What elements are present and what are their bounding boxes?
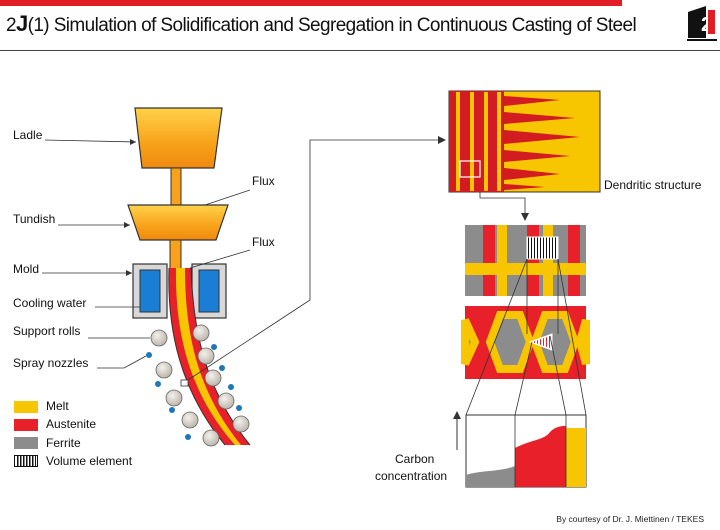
top-accent-bar bbox=[0, 0, 622, 6]
panel-connectors bbox=[465, 258, 587, 416]
carbon-label-line1: Carbon bbox=[395, 452, 435, 466]
mold-label: Mold bbox=[13, 262, 40, 276]
carbon-label-line2: concentration bbox=[375, 469, 448, 483]
carbon-concentration-chart bbox=[453, 411, 587, 488]
hexagonal-structure-image bbox=[461, 306, 590, 379]
dendritic-structure-label: Dendritic structure bbox=[604, 178, 702, 192]
legend-label-austenite: Austenite bbox=[46, 417, 97, 431]
flux-bottom-label: Flux bbox=[252, 235, 275, 249]
zoom-connector bbox=[187, 136, 446, 381]
legend-label-volume-element: Volume element bbox=[46, 454, 133, 468]
title-text: Simulation of Solidification and Segrega… bbox=[53, 15, 637, 36]
legend-label-melt: Melt bbox=[46, 399, 69, 413]
spray-nozzles bbox=[146, 344, 242, 440]
twenty-one-logo-icon: 2 bbox=[687, 6, 717, 41]
mold bbox=[132, 263, 227, 319]
svg-text:2: 2 bbox=[701, 14, 712, 36]
section-number: 2 bbox=[6, 15, 17, 36]
ladle bbox=[134, 107, 223, 211]
legend-swatch-ferrite bbox=[14, 437, 38, 449]
ladle-label: Ladle bbox=[13, 128, 43, 142]
legend-label-ferrite: Ferrite bbox=[46, 436, 81, 450]
legend-swatch-volume-element bbox=[14, 455, 38, 467]
section-index: (1) bbox=[27, 15, 50, 36]
section-letter: J bbox=[15, 11, 28, 36]
title-divider bbox=[0, 50, 720, 51]
cooling-water-label: Cooling water bbox=[13, 296, 87, 310]
leader-lines bbox=[42, 139, 251, 369]
legend-swatch-melt bbox=[14, 401, 38, 413]
legend-swatch-austenite bbox=[14, 419, 38, 431]
support-rolls bbox=[150, 324, 250, 447]
credit-text: By courtesy of Dr. J. Miettinen / TEKES bbox=[556, 514, 704, 524]
support-rolls-label: Support rolls bbox=[13, 324, 81, 338]
flux-top-label: Flux bbox=[252, 174, 275, 188]
phase-grid-image bbox=[465, 225, 586, 296]
page-title: 2J(1) Simulation of Solidification and S… bbox=[6, 11, 637, 37]
spray-nozzles-label: Spray nozzles bbox=[13, 356, 89, 370]
dendritic-structure-image bbox=[448, 90, 601, 221]
tundish-label: Tundish bbox=[13, 212, 56, 226]
leader-arrowheads bbox=[124, 139, 136, 276]
tundish bbox=[127, 204, 229, 271]
